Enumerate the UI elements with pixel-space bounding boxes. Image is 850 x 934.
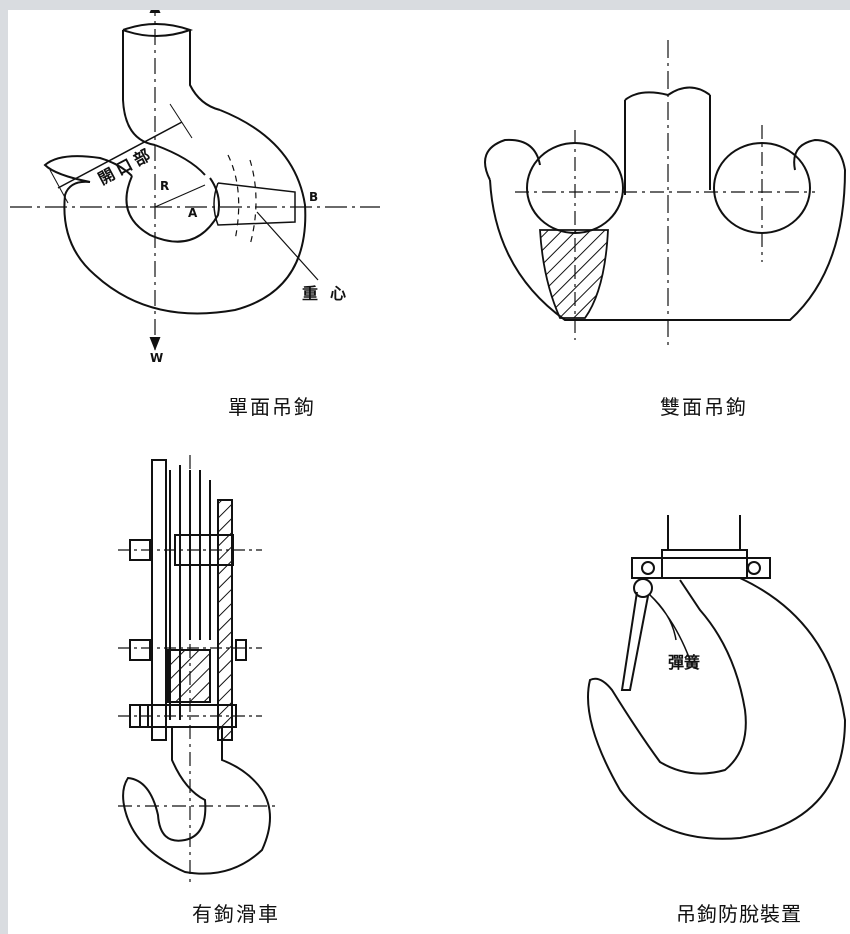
double-hook-figure [484, 40, 847, 345]
double-hook-body [484, 138, 847, 321]
latch-spring [649, 594, 691, 661]
latch-arm [620, 591, 649, 691]
single-hook-tip [43, 155, 133, 183]
single-hook-dash-arcs [227, 154, 257, 246]
safety-latch-figure [587, 515, 847, 840]
pulley-side-plate-right [217, 499, 233, 741]
latch-hook-body [587, 577, 847, 840]
single-hook-center-label: 重心 [302, 284, 358, 303]
pulley-hook-figure [118, 455, 280, 885]
single-hook-center-leader [256, 211, 319, 281]
single-hook-b-label: B [309, 190, 318, 204]
latch-bracket-hole-left [641, 561, 655, 575]
latch-spring-label: 彈簧 [668, 653, 700, 672]
double-hook-hatched-section [539, 229, 609, 319]
pulley-hook-caption: 有鉤滑車 [192, 902, 280, 926]
single-hook-r-line [154, 184, 206, 208]
latch-hook-shank [667, 515, 741, 550]
pulley-side-plate-left [151, 459, 167, 741]
double-hook-shank [624, 95, 711, 195]
latch-pivot [633, 578, 653, 598]
double-hook-shank-top [624, 86, 711, 101]
hook-figures: R A B W 開口部 重心 單面吊鉤 雙面吊鉤 有鉤滑車 [10, 10, 847, 926]
latch-bracket-hole-right [747, 561, 761, 575]
single-hook-shank [122, 30, 221, 146]
latch-bracket [631, 557, 771, 579]
pulley-hook-body [122, 728, 271, 875]
single-hook-outer-body [63, 109, 307, 315]
pulley-bolts [129, 539, 247, 728]
single-hook-figure [10, 10, 380, 351]
single-hook-caption: 單面吊鉤 [228, 395, 316, 419]
single-hook-opening-dimension [57, 121, 183, 189]
single-hook-shank-top [122, 23, 194, 37]
double-hook-caption: 雙面吊鉤 [660, 395, 748, 419]
single-hook-throat [125, 144, 220, 243]
latch-collar [661, 549, 748, 579]
single-hook-top-arrow [149, 10, 161, 13]
single-hook-opening-ext1 [49, 169, 69, 204]
single-hook-w-label: W [150, 351, 163, 365]
single-hook-a-label: A [188, 206, 198, 220]
single-hook-r-label: R [160, 179, 169, 193]
single-hook-opening-label: 開口部 [95, 144, 157, 189]
single-hook-weight-arrow [149, 337, 161, 351]
safety-latch-caption: 吊鉤防脫裝置 [676, 902, 802, 926]
figure-sheet: R A B W 開口部 重心 單面吊鉤 雙面吊鉤 有鉤滑車 [8, 10, 850, 934]
single-hook-section [213, 182, 296, 226]
pulley-block [167, 649, 211, 703]
single-hook-opening-ext2 [169, 103, 193, 139]
